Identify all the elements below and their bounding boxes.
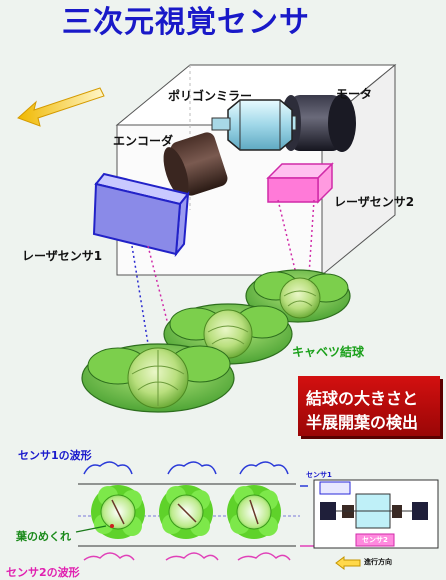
detection-callout: 結球の大きさと 半展開葉の検出 [298,376,440,436]
cabbage-top-view-2 [159,485,213,539]
sensor1-tag: センサ1 [306,471,332,479]
sensor2-waveform-label: センサ2の波形 [6,566,80,579]
laser-sensor-1 [92,172,190,258]
cabbage-top-view-3 [227,485,281,539]
polygon-mirror-label: ポリゴンミラー [168,89,253,103]
encoder-label: エンコーダ [113,134,174,148]
diagram-title: 三次元視覚センサ [62,5,310,40]
cabbage-top-view-1 [91,485,145,539]
travel-direction-small-arrow [335,556,361,570]
device-top-view-schematic [313,479,439,549]
cabbage-head-label: キャベツ結球 [292,345,365,359]
cabbage-plant-1 [81,343,235,413]
encoder [163,132,228,197]
sensor1-waveform-label: センサ1の波形 [18,449,92,462]
sensor2-tag: センサ2 [362,536,388,544]
callout-line-2: 半展開葉の検出 [306,413,419,432]
leaf-curl-pointer [75,525,107,533]
laser-sensor-2 [266,162,334,204]
callout-line-1: 結球の大きさと [306,389,419,408]
travel-direction-arrow [17,87,105,127]
leaf-curl-label: 葉のめくれ [16,530,71,543]
direction-label: 進行方向 [364,558,392,566]
motor-label: モータ [336,87,373,101]
laser-sensor-2-label: レーザセンサ2 [334,195,415,209]
polygon-mirror [211,99,297,151]
laser-sensor-1-label: レーザセンサ1 [22,249,103,263]
